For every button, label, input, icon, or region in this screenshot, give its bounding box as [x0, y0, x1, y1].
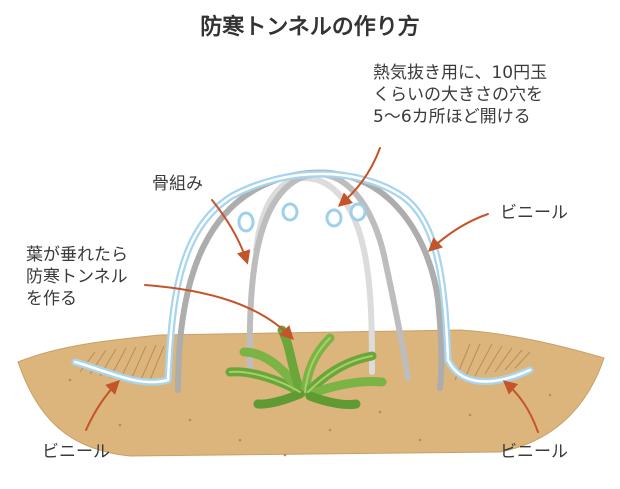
- plant: [225, 325, 387, 409]
- arrow-vinyl-right: [427, 213, 489, 252]
- vinyl-cover-inner: [73, 172, 532, 384]
- arrow-vinyl-bottom-left: [85, 380, 120, 431]
- frame-label: 骨組み: [152, 174, 203, 194]
- vent-holes: [237, 202, 367, 233]
- vinyl-label-bottom-right: ビニール: [500, 442, 568, 462]
- leaves-note-label: 葉が垂れたら 防寒トンネル を作る: [26, 245, 128, 309]
- arrow-vinyl-bottom-right: [502, 380, 539, 433]
- arrow-vent: [337, 147, 381, 207]
- arrow-leaves: [144, 284, 294, 341]
- vent-note-label: 熱気抜き用に、10円玉 くらいの大きさの穴を 5〜6カ所ほど開ける: [373, 63, 548, 127]
- vinyl-label-right: ビニール: [500, 203, 568, 223]
- frame-middle-arch: [246, 171, 411, 381]
- soil-hatching: [79, 343, 531, 383]
- page-title: 防寒トンネルの作り方: [200, 15, 420, 40]
- arrow-frame: [211, 199, 251, 265]
- vinyl-label-bottom-left: ビニール: [42, 442, 110, 462]
- soil-speckles: [68, 378, 552, 457]
- frame-back-arch: [253, 175, 375, 375]
- annotation-arrows: [85, 147, 539, 433]
